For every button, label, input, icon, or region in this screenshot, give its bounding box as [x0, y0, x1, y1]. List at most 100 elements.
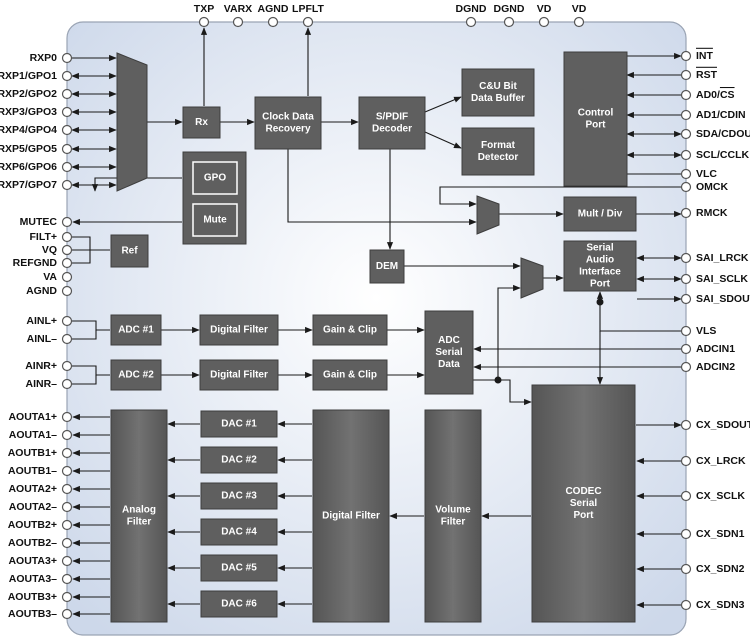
adc-serial-data-block-label: ADC [438, 335, 460, 346]
pin-dgnd-5 [503, 16, 515, 28]
pin-aoutb2 [61, 537, 73, 549]
pin-label-sai-sdout: SAI_SDOUT [696, 293, 750, 305]
pin-label-aoutb1: AOUTB1– [8, 465, 57, 477]
mult-div-block-label: Mult / Div [578, 209, 623, 220]
connection-wires [71, 27, 682, 618]
pin-label-cx-sdout: CX_SDOUT [696, 419, 750, 431]
pin-label-lpflt-3: LPFLT [292, 3, 324, 15]
pin-label-agnd: AGND [26, 285, 57, 297]
pin-txp-0 [198, 16, 210, 28]
pin-label-aoutb3: AOUTB3+ [8, 591, 57, 603]
pin-aoutb2 [61, 519, 73, 531]
dac-1-block: DAC #1 [200, 410, 278, 438]
pin-label-dgnd-5: DGND [494, 3, 525, 15]
pin-label-aouta2: AOUTA2– [9, 501, 57, 513]
sai-mux [520, 257, 544, 299]
dac-2-block: DAC #2 [200, 446, 278, 474]
format-detector-block-label: Format [481, 140, 516, 151]
pin-rmck [680, 207, 692, 219]
pin-refgnd [61, 257, 73, 269]
pin-aouta2 [61, 501, 73, 513]
ref-block: Ref [110, 234, 149, 268]
pin-ad0-cs [680, 89, 692, 101]
pin-label-refgnd: REFGND [13, 257, 58, 269]
adc-serial-data-block-label: Serial [435, 347, 462, 358]
pin-label-ainl: AINL– [27, 333, 57, 345]
gain-clip-2-block-label: Gain & Clip [323, 370, 377, 381]
clock-data-recovery-block-label: Clock Data [262, 112, 314, 123]
pin-label-ad0-cs: AD0/CS [696, 89, 735, 101]
pin-label-ainl: AINL+ [26, 315, 57, 327]
digital-filter-2-block-label: Digital Filter [210, 370, 268, 381]
pin-dgnd-4 [465, 16, 477, 28]
pin-label-sda-cdout: SDA/CDOUT [696, 128, 750, 140]
adc1-block-label: ADC #1 [118, 325, 154, 336]
pin-label-rxp2-gpo2: RXP2/GPO2 [0, 88, 57, 100]
pin-vq [61, 244, 73, 256]
pin-cx-sdn2 [680, 563, 692, 575]
pin-label-aouta3: AOUTA3+ [8, 555, 57, 567]
pin-label-rxp1-gpo1: RXP1/GPO1 [0, 70, 57, 82]
pin-label-cx-sdn1: CX_SDN1 [696, 528, 745, 540]
pin-int [680, 50, 692, 62]
spdif-decoder-block-label: Decoder [372, 124, 412, 135]
pin-rxp7-gpo7 [61, 179, 73, 191]
pin-filt [61, 231, 73, 243]
pin-aoutb1 [61, 447, 73, 459]
pin-label-aouta3: AOUTA3– [9, 573, 57, 585]
pin-label-scl-cclk: SCL/CCLK [696, 149, 749, 161]
dac-3-block: DAC #3 [200, 482, 278, 510]
pin-rxp0 [61, 52, 73, 64]
pin-omck [680, 181, 692, 193]
pin-ainl [61, 333, 73, 345]
analog-filter-block-label: Filter [127, 517, 152, 528]
serial-audio-interface-port-block-label: Port [590, 279, 611, 290]
pin-label-sai-sclk: SAI_SCLK [696, 273, 748, 285]
pin-rxp1-gpo1 [61, 70, 73, 82]
codec-serial-port-block-label: CODEC [565, 486, 601, 497]
serial-audio-interface-port-block-label: Serial [586, 243, 613, 254]
dac-6-block-label: DAC #6 [221, 599, 257, 610]
pin-rxp5-gpo5 [61, 143, 73, 155]
dem-block-label: DEM [376, 261, 398, 272]
pin-va [61, 271, 73, 283]
pin-label-varx-1: VARX [224, 3, 252, 15]
pin-aoutb1 [61, 465, 73, 477]
pin-label-rxp5-gpo5: RXP5/GPO5 [0, 143, 57, 155]
cu-bit-data-buffer-block-label: Data Buffer [471, 93, 525, 104]
gain-clip-1-block-label: Gain & Clip [323, 325, 377, 336]
pin-label-adcin2: ADCIN2 [696, 361, 735, 373]
wire-ainl-plus [72, 320, 110, 331]
dac-4-block-label: DAC #4 [221, 527, 257, 538]
wire-ainr-plus [72, 365, 110, 376]
pin-adcin1 [680, 343, 692, 355]
volume-filter-block-label: Filter [441, 517, 466, 528]
pin-label-va: VA [43, 271, 57, 283]
pin-label-sai-lrck: SAI_LRCK [696, 252, 749, 264]
codec-serial-port-block-label: Port [574, 510, 595, 521]
pin-cx-sdout [680, 419, 692, 431]
pin-label-rst: RST [696, 69, 718, 81]
dac-6-block: DAC #6 [200, 590, 278, 618]
pin-varx-1 [232, 16, 244, 28]
wire-spdif-to-cu [424, 96, 462, 113]
pin-lpflt-3 [302, 16, 314, 28]
gpo-label: GPO [204, 173, 226, 184]
pin-aouta1 [61, 411, 73, 423]
control-port-block-label: Control [578, 108, 614, 119]
pin-sai-sdout [680, 293, 692, 305]
pin-ainl [61, 315, 73, 327]
pin-sai-lrck [680, 252, 692, 264]
dac-2-block-label: DAC #2 [221, 455, 257, 466]
adc-serial-data-block-label: Data [438, 359, 460, 370]
pin-label-cx-sclk: CX_SCLK [696, 490, 745, 502]
pin-adcin2 [680, 361, 692, 373]
dac-5-block-label: DAC #5 [221, 563, 257, 574]
